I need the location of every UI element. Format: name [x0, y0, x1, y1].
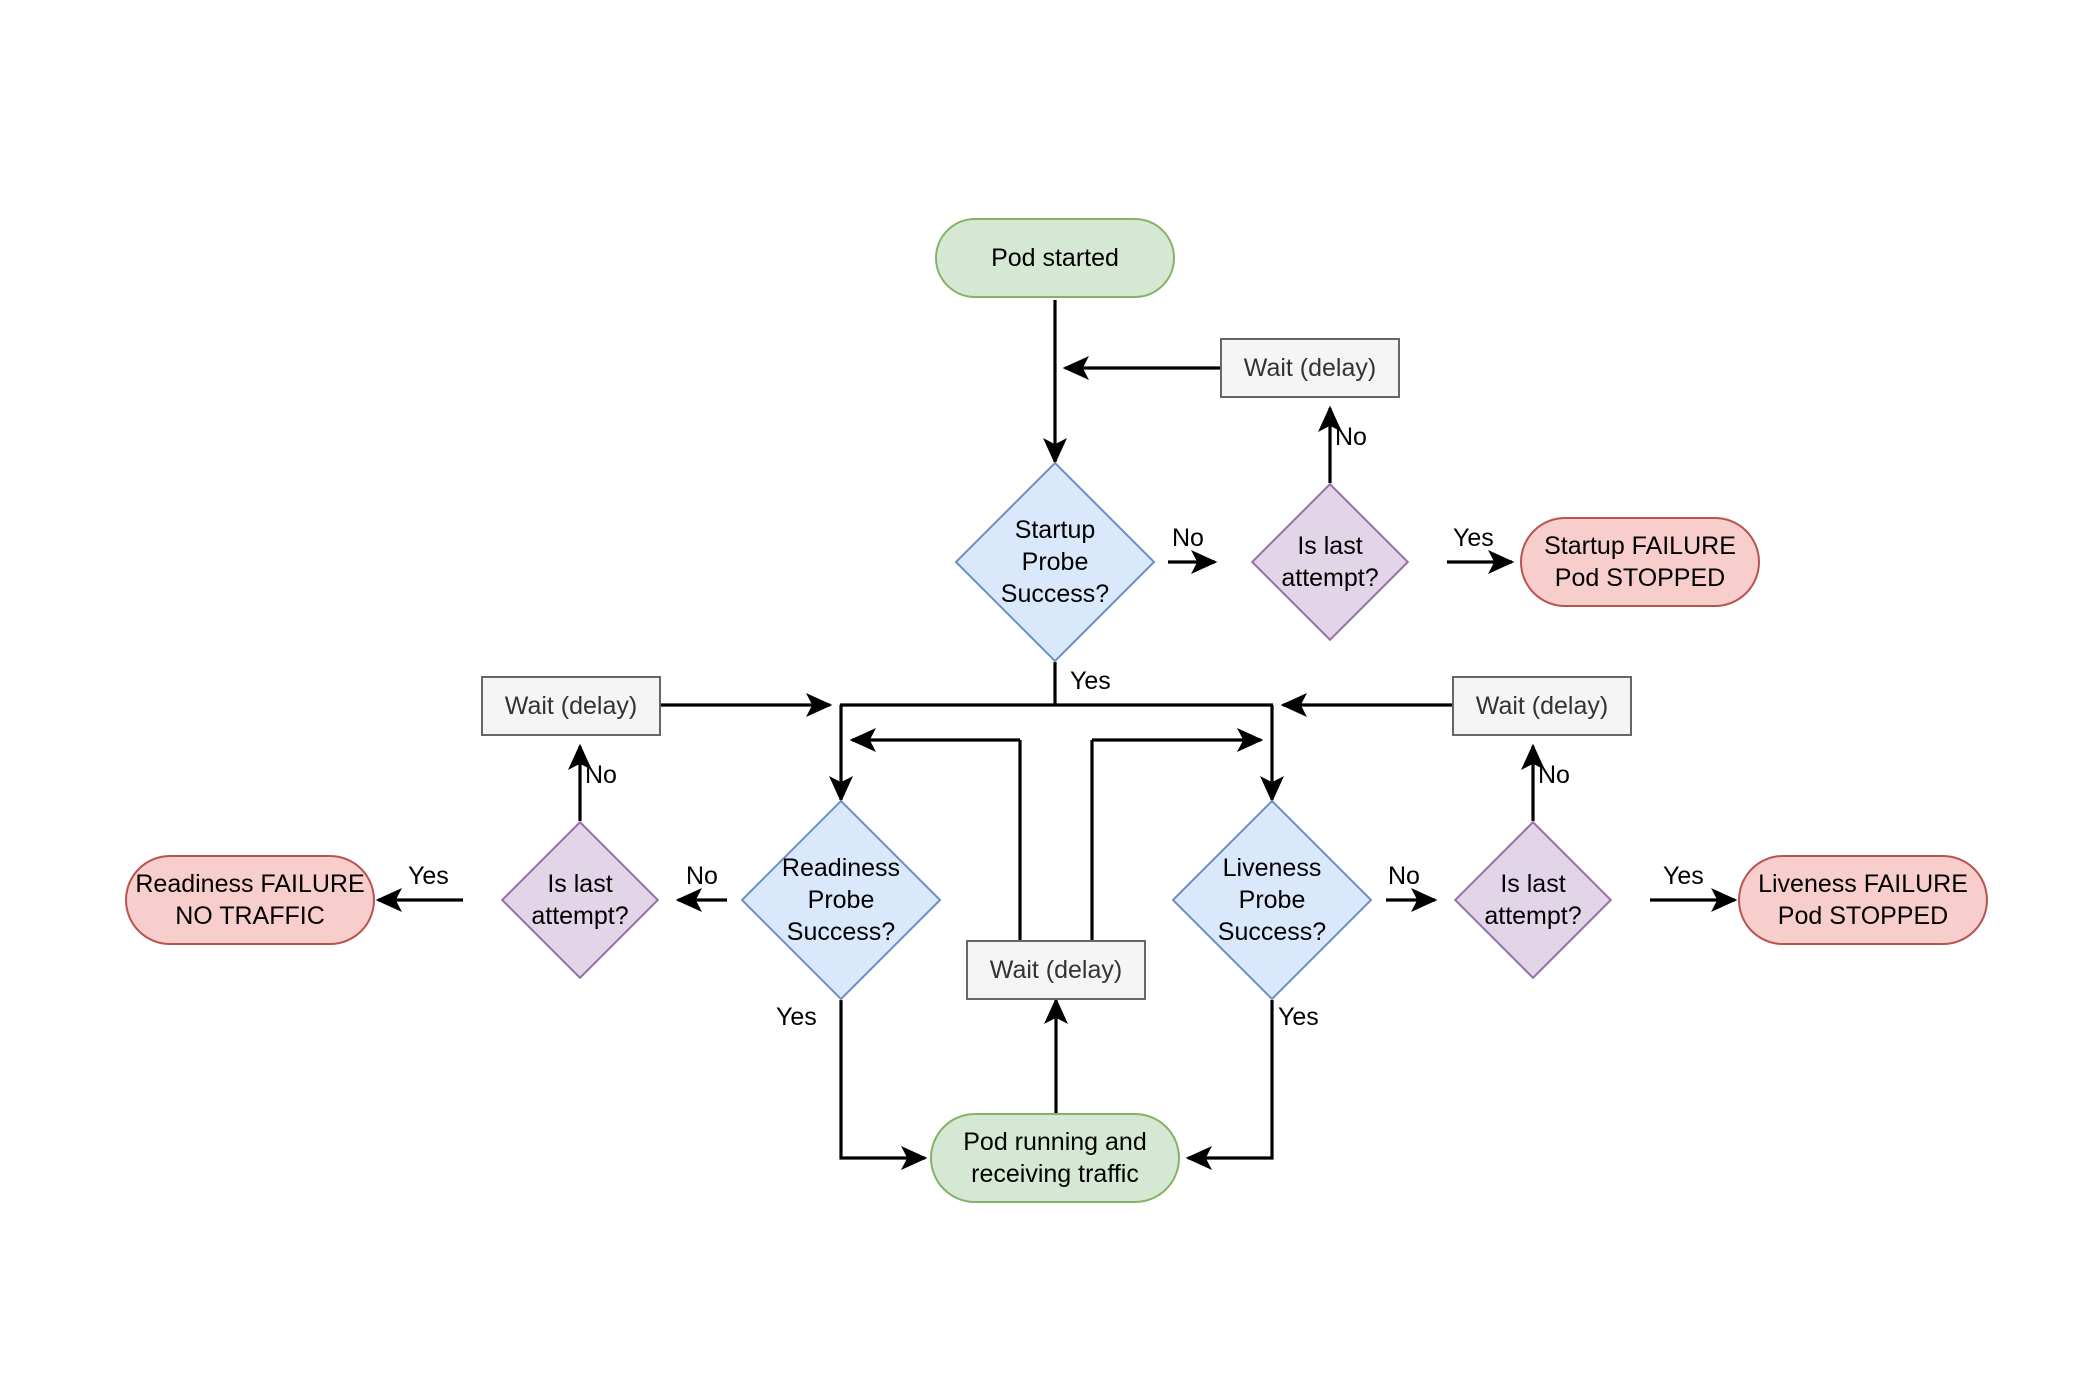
node-liveness-probe-label: Liveness Probe Success? — [1217, 854, 1327, 946]
edge-label-startup-no: No — [1172, 524, 1204, 552]
node-readiness-failure-label: Readiness FAILURE NO TRAFFIC — [135, 870, 365, 930]
edge-label-liveness-retry-no: No — [1538, 761, 1570, 789]
node-startup-failure[interactable]: Startup FAILURE Pod STOPPED — [1520, 517, 1760, 607]
node-readiness-failure[interactable]: Readiness FAILURE NO TRAFFIC — [125, 855, 375, 945]
node-startup-last-attempt[interactable]: Is last attempt? — [1250, 482, 1410, 642]
node-startup-failure-label: Startup FAILURE Pod STOPPED — [1544, 532, 1736, 592]
edge-label-startup-fail-yes: Yes — [1453, 524, 1494, 552]
edge-label-readiness-yes: Yes — [776, 1003, 817, 1031]
node-readiness-last-attempt[interactable]: Is last attempt? — [500, 820, 660, 980]
edge-label-liveness-fail-yes: Yes — [1663, 862, 1704, 890]
node-liveness-last-attempt-label: Is last attempt? — [1484, 870, 1582, 930]
edge-label-liveness-no: No — [1388, 862, 1420, 890]
node-wait-liveness[interactable]: Wait (delay) — [1452, 676, 1632, 736]
node-wait-running[interactable]: Wait (delay) — [966, 940, 1146, 1000]
node-pod-running[interactable]: Pod running and receiving traffic — [930, 1113, 1180, 1203]
node-wait-liveness-label: Wait (delay) — [1475, 692, 1609, 720]
node-wait-startup-label: Wait (delay) — [1243, 354, 1377, 382]
node-liveness-probe[interactable]: Liveness Probe Success? — [1171, 799, 1373, 1001]
edge-label-readiness-retry-no: No — [585, 761, 617, 789]
node-wait-running-label: Wait (delay) — [989, 956, 1123, 984]
edge-label-startup-yes: Yes — [1070, 667, 1111, 695]
node-readiness-last-attempt-label: Is last attempt? — [531, 870, 629, 930]
node-wait-readiness-label: Wait (delay) — [504, 692, 638, 720]
node-startup-probe[interactable]: Startup Probe Success? — [954, 461, 1156, 663]
node-wait-startup[interactable]: Wait (delay) — [1220, 338, 1400, 398]
node-liveness-last-attempt[interactable]: Is last attempt? — [1453, 820, 1613, 980]
node-pod-started[interactable]: Pod started — [935, 218, 1175, 298]
edge-label-readiness-fail-yes: Yes — [408, 862, 449, 890]
node-pod-started-label: Pod started — [991, 244, 1119, 272]
node-readiness-probe[interactable]: Readiness Probe Success? — [740, 799, 942, 1001]
node-readiness-probe-label: Readiness Probe Success? — [781, 854, 901, 946]
edge-label-liveness-yes: Yes — [1278, 1003, 1319, 1031]
node-startup-last-attempt-label: Is last attempt? — [1281, 532, 1379, 592]
edge-label-readiness-no: No — [686, 862, 718, 890]
node-liveness-failure-label: Liveness FAILURE Pod STOPPED — [1758, 870, 1968, 930]
edge-label-startup-retry-no: No — [1335, 423, 1367, 451]
node-wait-readiness[interactable]: Wait (delay) — [481, 676, 661, 736]
node-startup-probe-label: Startup Probe Success? — [1000, 516, 1110, 608]
node-liveness-failure[interactable]: Liveness FAILURE Pod STOPPED — [1738, 855, 1988, 945]
node-pod-running-label: Pod running and receiving traffic — [963, 1128, 1147, 1188]
